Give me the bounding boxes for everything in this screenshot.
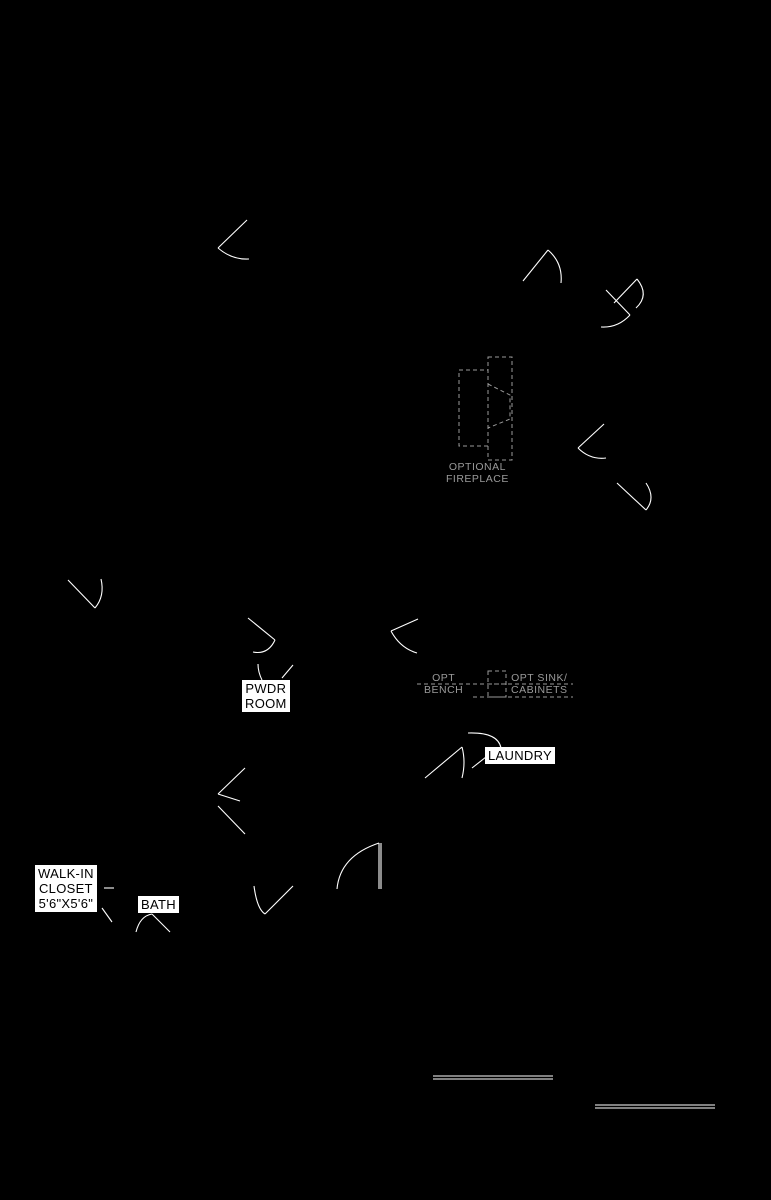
- laundry-label-text: LAUNDRY: [488, 748, 552, 763]
- door-swing-upper-right-a: [522, 249, 562, 284]
- optional-fireplace-outline: [458, 356, 513, 461]
- door-swing-mudroom: [390, 618, 419, 654]
- pwdr-room-label-line-2: ROOM: [245, 696, 287, 711]
- opt-bench-note-line-2: BENCH: [424, 684, 464, 696]
- door-swing-double-left: [217, 767, 246, 835]
- opt-sink-cabinets-note: OPT SINK/ CABINETS: [511, 672, 568, 696]
- bath-label: BATH: [138, 896, 179, 913]
- walk-in-closet-label: WALK-IN CLOSET 5'6"X5'6": [35, 865, 97, 912]
- door-swing-hall: [253, 885, 294, 915]
- opt-sink-cabinets-note-line-1: OPT SINK/: [511, 672, 568, 684]
- door-swing-upper-left: [217, 219, 250, 260]
- bath-label-text: BATH: [141, 897, 176, 912]
- opt-bench-note-line-1: OPT: [432, 672, 456, 684]
- pwdr-room-label-line-1: PWDR: [245, 681, 287, 696]
- door-swing-center-large: [336, 842, 382, 890]
- door-swing-bath: [135, 913, 171, 933]
- laundry-label: LAUNDRY: [485, 747, 555, 764]
- door-swing-right-lower: [616, 482, 652, 511]
- optional-fireplace-note-line-1: OPTIONAL: [448, 461, 506, 473]
- walk-in-closet-label-line-2: CLOSET: [38, 881, 93, 896]
- door-swing-left-middle: [67, 578, 103, 609]
- door-swing-pwdr: [247, 617, 294, 681]
- door-swing-laundry: [424, 732, 502, 779]
- optional-fireplace-note: OPTIONAL FIREPLACE: [446, 461, 509, 485]
- door-swing-upper-right-b: [600, 278, 644, 328]
- opt-sink-cabinets-note-line-2: CABINETS: [511, 684, 568, 696]
- pwdr-room-label: PWDR ROOM: [242, 680, 290, 712]
- door-swing-closet: [101, 887, 114, 923]
- opt-bench-note: OPT BENCH: [424, 672, 463, 696]
- opt-bench-sink-outline: [417, 670, 573, 698]
- optional-fireplace-note-line-2: FIREPLACE: [446, 473, 509, 485]
- door-swing-right-middle: [577, 423, 607, 459]
- walk-in-closet-label-line-3: 5'6"X5'6": [38, 896, 94, 911]
- walk-in-closet-label-line-1: WALK-IN: [38, 866, 94, 881]
- dimension-lines: [433, 1075, 715, 1109]
